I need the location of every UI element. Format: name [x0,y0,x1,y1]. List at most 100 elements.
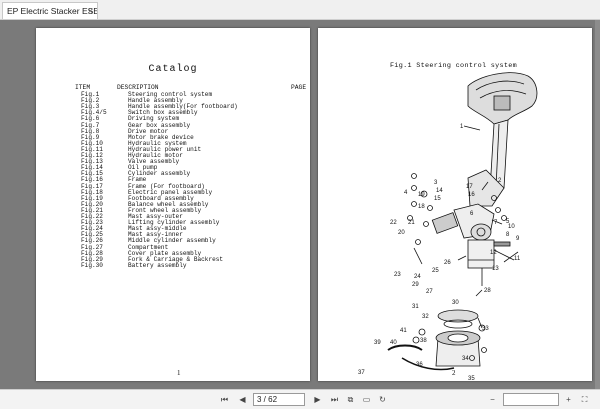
part-callout-19: 19 [418,192,425,198]
catalog-item-number: Fig.13 [81,158,103,166]
catalog-item-number: Fig.16 [81,176,103,184]
fullscreen-icon[interactable]: ⛶ [581,395,588,404]
catalog-item-description: Lifting cylinder assembly [128,219,220,227]
first-page-icon[interactable]: ⏮ [220,395,229,404]
catalog-item-description: Footboard assembly [128,194,194,202]
catalog-item-description: Hydraulic system [128,139,187,147]
rotate-icon[interactable]: ↻ [379,395,386,404]
part-callout-12: 12 [490,250,497,256]
catalog-item-description: Mast assy-middle [128,225,187,233]
catalog-item-description: Middle cylinder assembly [128,237,216,245]
catalog-item-number: Fig.9 [81,133,100,141]
part-callout-31: 31 [412,304,419,310]
part-callout-2: 2 [498,178,502,184]
part-callout-25: 25 [432,268,439,274]
fit-width-icon[interactable]: ▭ [362,395,371,404]
part-callout-17: 17 [466,184,473,190]
part-callout-23: 23 [394,272,401,278]
catalog-item-number: Fig.2 [81,97,100,105]
catalog-item-description: Frame [128,176,147,184]
part-callout-26: 26 [444,260,451,266]
catalog-item-description: Front wheel assembly [128,206,202,214]
catalog-item-number: Fig.21 [81,206,103,214]
page-number: 1 [177,369,181,377]
part-callout-18: 18 [418,204,425,210]
part-callout-9: 9 [516,236,520,242]
catalog-item-description: Battery assembly [128,261,187,269]
catalog-item-description: Gear box assembly [128,121,191,129]
document-tab[interactable]: EP Electric Stacker ESE... × [2,2,98,19]
catalog-item-description: Cylinder assembly [128,170,191,178]
catalog-item-description: Hydraulic power unit [128,145,202,153]
catalog-item-number: Fig.6 [81,115,100,123]
part-callout-34: 34 [462,356,469,362]
catalog-title: Catalog [148,64,198,75]
catalog-item-description: Valve assembly [128,158,180,166]
part-callout-28: 28 [484,288,491,294]
catalog-item-description: Switch box assembly [128,109,198,117]
tab-bar: EP Electric Stacker ESE... × [0,0,600,20]
zoom-in-icon[interactable]: + [566,395,571,404]
part-callout-37: 37 [358,370,365,376]
part-callout-41: 41 [400,328,407,334]
part-callout-30: 30 [452,300,459,306]
catalog-item-description: Hydraulic motor [128,152,183,159]
catalog-item-description: Oil pump [128,164,158,172]
part-callout-39: 39 [374,340,381,346]
figure-title: Fig.1 Steering control system [390,62,517,70]
part-callout-20: 20 [398,230,405,236]
catalog-item-number: Fig.4/5 [81,109,107,117]
page-number: 2 [452,369,456,377]
catalog-item-number: Fig.1 [81,91,100,98]
part-callout-4: 4 [404,190,408,196]
zoom-slider[interactable] [503,393,559,406]
part-callout-32: 32 [422,314,429,320]
header-description: DESCRIPTION [117,84,159,91]
part-callout-40: 40 [390,340,397,346]
part-callout-15: 15 [434,196,441,202]
part-callout-24: 24 [414,274,421,280]
part-callout-21: 21 [408,220,415,226]
catalog-item-number: Fig.29 [81,255,103,263]
fit-page-icon[interactable]: ⧉ [347,395,354,404]
catalog-item-number: Fig.7 [81,121,100,129]
part-callout-7: 7 [494,220,498,226]
catalog-item-number: Fig.11 [81,145,103,153]
part-callout-5: 5 [506,219,510,225]
vertical-scrollbar[interactable] [595,20,600,389]
page-number-input[interactable]: 3 / 62 [253,393,305,406]
catalog-item-description: Drive motor [128,127,169,135]
catalog-item-number: Fig.8 [81,127,100,135]
part-callout-14: 14 [436,188,443,194]
catalog-item-description: Compartment [128,243,169,251]
catalog-item-description: Handle assembly(For footboard) [128,103,238,111]
catalog-item-number: Fig.14 [81,164,103,172]
page-2: Fig.1 Steering control system [318,28,592,381]
zoom-out-icon[interactable]: − [490,395,495,404]
catalog-item-description: Electric panel assembly [128,188,213,196]
catalog-item-number: Fig.19 [81,194,103,202]
tab-close-icon[interactable]: × [87,6,93,16]
last-page-icon[interactable]: ⏭ [330,395,339,404]
catalog-item-description: Mast assy-inner [128,231,183,239]
part-callout-10: 10 [508,224,515,230]
part-callout-1: 1 [460,124,464,130]
catalog-item-number: Fig.18 [81,188,103,196]
catalog-item-number: Fig.22 [81,213,103,220]
tab-title: EP Electric Stacker ESE... [7,6,98,16]
catalog-item-number: Fig.24 [81,225,103,233]
part-callout-27: 27 [426,289,433,295]
part-callout-13: 13 [492,266,499,272]
part-callout-16: 16 [468,192,475,198]
catalog-item-number: Fig.25 [81,231,103,239]
catalog-item-number: Fig.20 [81,200,103,208]
next-page-icon[interactable]: ▶ [314,395,321,404]
part-callout-29: 29 [412,282,419,288]
prev-page-icon[interactable]: ◀ [239,395,246,404]
part-callout-36: 36 [416,362,423,368]
part-callout-3: 3 [434,180,438,186]
catalog-item-number: Fig.15 [81,170,103,178]
